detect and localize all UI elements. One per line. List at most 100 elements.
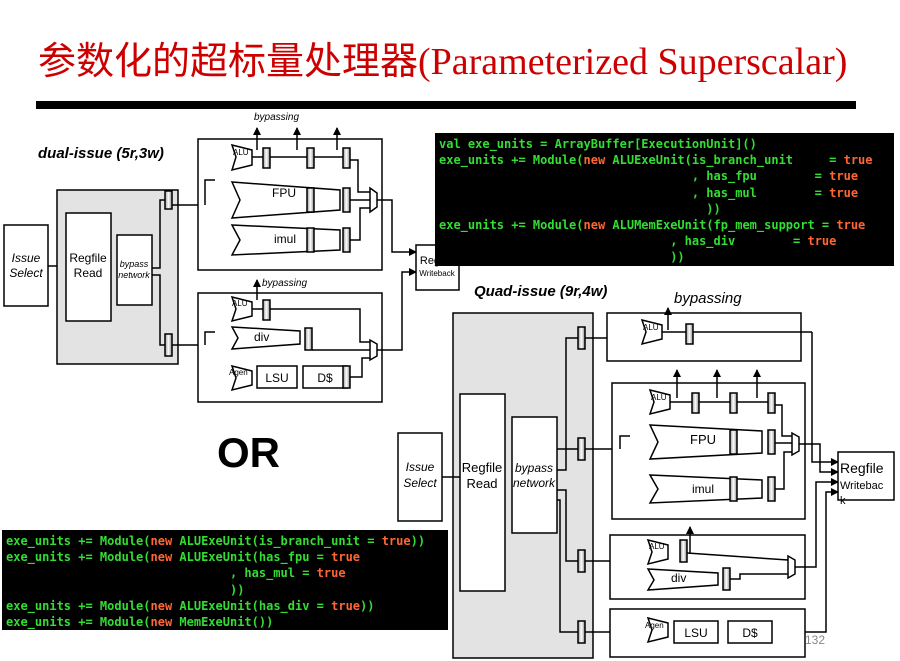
code-token: true: [836, 218, 866, 233]
quad-lsu-box: [673, 620, 719, 644]
dual-alu1-shape: [230, 143, 253, 172]
dual-issue-heading: dual-issue (5r,3w): [38, 145, 164, 162]
quad-regfile-read-box: [459, 393, 506, 592]
dual-div-shape: [230, 326, 301, 350]
quad-lower-mux: [787, 554, 796, 580]
dual-alu2-shape: [230, 295, 253, 323]
code-line: exe_units += Module(new ALUExeUnit(is_br…: [439, 152, 890, 168]
code-token: ALUMemExeUnit(fp_mem_support =: [612, 218, 837, 233]
code-token: exe_units += Module(: [439, 218, 584, 233]
quad-alu3-label: ALU: [649, 542, 665, 551]
dual-dcache-label: D$: [317, 371, 333, 385]
dual-div-label: div: [254, 330, 269, 344]
code-token: )): [410, 534, 426, 548]
quad-agen-label: Agen: [645, 621, 664, 630]
code-line: val exe_units = ArrayBuffer[ExecutionUni…: [439, 136, 890, 152]
code-token: new: [583, 153, 613, 168]
code-token: ALUExeUnit(is_branch_unit =: [612, 153, 844, 168]
code-line: exe_units += Module(new ALUExeUnit(has_f…: [6, 549, 444, 565]
code-token: new: [150, 534, 180, 548]
quad-regfile-writeback-box: [837, 451, 895, 501]
quad-alu1-shape: [640, 318, 663, 346]
code-token: new: [150, 615, 180, 630]
dual-bypass-network-box: [116, 234, 153, 306]
code-line: , has_div = true: [439, 233, 890, 249]
quad-fpu-label: FPU: [690, 432, 716, 447]
code-token: true: [381, 534, 411, 548]
code-line: exe_units += Module(new ALUMemExeUnit(fp…: [439, 217, 890, 233]
dual-bypassing-mid-label: bypassing: [262, 278, 307, 289]
dual-lsu-box: [256, 365, 298, 389]
code-line: , has_fpu = true: [439, 168, 890, 184]
page-number: 132: [805, 633, 826, 647]
code-line: , has_mul = true: [6, 565, 444, 581]
code-line: )): [439, 201, 890, 217]
quad-lsu-label: LSU: [684, 626, 707, 640]
code-line: , has_mul = true: [439, 185, 890, 201]
code-token: , has_mul =: [439, 185, 830, 200]
code-token: new: [150, 598, 180, 613]
code-token: exe_units += Module(: [6, 598, 151, 613]
dual-fpu-label: FPU: [272, 186, 296, 200]
quad-dcache-box: [727, 620, 773, 644]
code-token: , has_div =: [439, 234, 808, 249]
quad-alu-unit-1: [606, 312, 802, 362]
dual-issue-select-box: [3, 224, 49, 307]
quad-alu2-label: ALU: [651, 393, 667, 402]
quad-alu-div-unit: [609, 534, 806, 600]
code-token: ALUExeUnit(has_fpu =: [179, 550, 332, 565]
quad-agen-shape: [646, 616, 669, 644]
code-line: )): [439, 249, 890, 265]
code-token: ALUExeUnit(is_branch_unit =: [179, 534, 382, 548]
dual-regfile-read-box: [65, 212, 112, 322]
dual-upper-mux: [369, 186, 378, 214]
code-token: , has_mul =: [6, 566, 317, 581]
dual-bypassing-top-label: bypassing: [254, 112, 299, 123]
dual-agen-shape: [230, 364, 253, 392]
code-token: true: [829, 185, 859, 200]
code-token: val exe_units = ArrayBuffer[ExecutionUni…: [439, 137, 757, 151]
code-token: )): [6, 582, 245, 597]
quad-alu2-shape: [648, 388, 671, 416]
quad-div-shape: [646, 568, 719, 591]
code-token: true: [331, 550, 361, 565]
quad-dcache-label: D$: [742, 626, 758, 640]
code-line: exe_units += Module(new ALUExeUnit(is_br…: [6, 533, 444, 549]
dual-imul-label: imul: [274, 232, 296, 246]
dual-agen-label: Agen: [229, 368, 248, 377]
code-token: new: [583, 218, 613, 233]
quad-issue-heading: Quad-issue (9r,4w): [474, 283, 607, 300]
quad-alu3-shape: [646, 538, 669, 566]
code-token: new: [150, 550, 180, 565]
quad-upper-mux: [791, 431, 800, 457]
code-token: exe_units += Module(: [6, 534, 151, 548]
quad-imul-label: imul: [692, 482, 714, 496]
code-token: )): [360, 598, 375, 613]
code-line: exe_units += Module(new ALUExeUnit(has_d…: [6, 598, 444, 614]
code-token: exe_units += Module(: [6, 550, 151, 565]
dual-lower-mux: [369, 338, 378, 362]
code-token: , has_fpu =: [439, 169, 830, 184]
code-token: true: [331, 598, 361, 613]
or-label: OR: [217, 429, 280, 476]
code-token: )): [439, 250, 685, 265]
quad-alu1-label: ALU: [643, 323, 659, 332]
code-line: )): [6, 582, 444, 598]
code-token: MemExeUnit()): [179, 615, 274, 630]
code-block-quad-issue: exe_units += Module(new ALUExeUnit(is_br…: [2, 530, 448, 630]
quad-bypass-network-box: [511, 416, 558, 534]
quad-bypassing-label: bypassing: [674, 290, 742, 307]
code-block-dual-issue: val exe_units = ArrayBuffer[ExecutionUni…: [435, 133, 894, 266]
title-rule: [36, 101, 856, 109]
code-token: true: [807, 234, 837, 249]
code-token: true: [829, 169, 859, 184]
quad-issue-select-box: [397, 432, 443, 522]
page-title: 参数化的超标量处理器(Parameterized Superscalar): [38, 41, 848, 83]
